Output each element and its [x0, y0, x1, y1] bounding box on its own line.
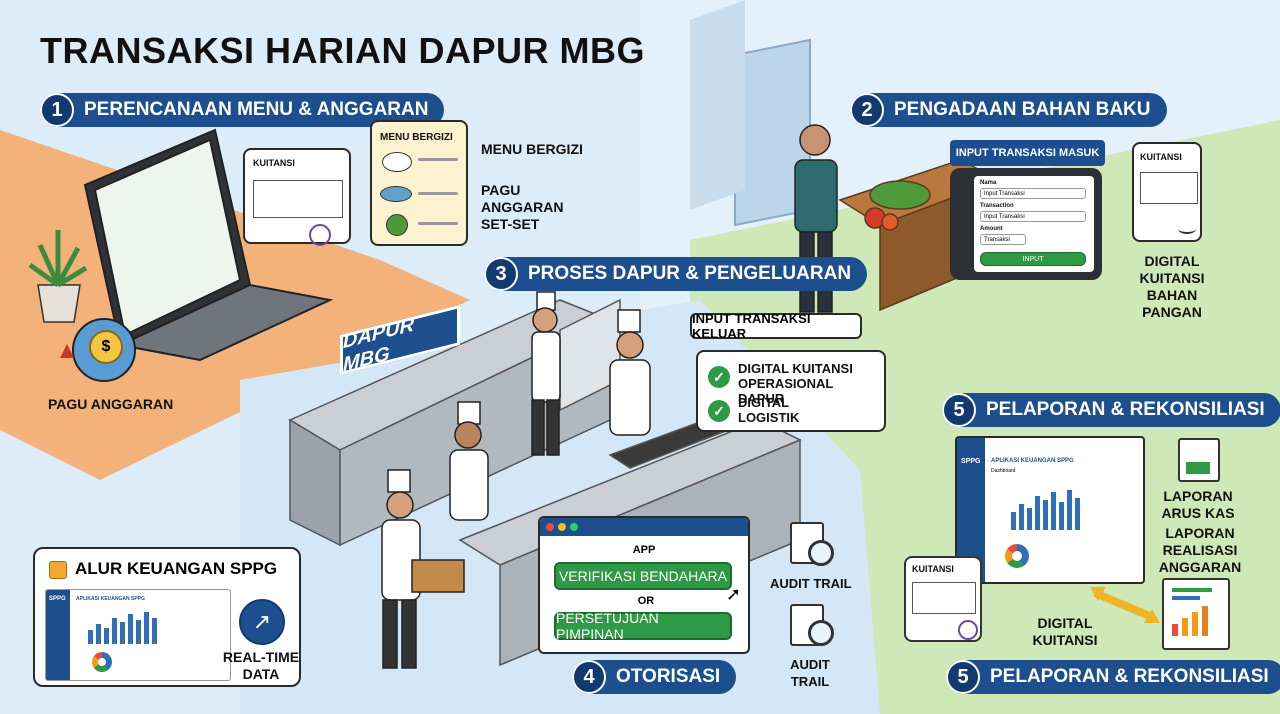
transaction-select[interactable]: Input Transaksi: [980, 211, 1086, 222]
legend-card: ALUR KEUANGAN SPPG SPPG APLIKASI KEUANGA…: [33, 547, 301, 687]
verifikasi-bendahara-button[interactable]: VERIFIKASI BENDAHARA: [554, 562, 732, 590]
input-transaksi-keluar: INPUT TRANSAKSI KELUAR: [690, 311, 862, 341]
step-label: OTORISASI: [616, 666, 721, 687]
kuitansi-title: KUITANSI: [912, 564, 954, 574]
menu-bergizi-label: MENU BERGIZI: [481, 141, 583, 157]
kuitansi-title: KUITANSI: [253, 158, 295, 168]
check-icon: ✓: [708, 400, 730, 422]
menu-card: MENU BERGIZI: [370, 120, 468, 246]
step-label: PERENCANAAN MENU & ANGGARAN: [84, 99, 429, 120]
legend-title: ALUR KEUANGAN SPPG: [75, 559, 278, 578]
donut-chart: [1005, 544, 1029, 568]
step-5-badge-top: 5 PELAPORAN & REKONSILIASI: [942, 393, 1280, 427]
input-button[interactable]: INPUT: [980, 252, 1086, 266]
step-number: 3: [484, 257, 518, 291]
step-4-badge: 4 OTORISASI: [572, 660, 737, 694]
app-title: APLIKASI KEUANGAN SPPG: [76, 596, 145, 602]
or-label: OR: [637, 595, 655, 607]
laporan-arus-kas-label: LAPORAN ARUS KAS: [1161, 488, 1235, 521]
stamp-icon: [958, 620, 978, 640]
menu-card-title: MENU BERGIZI: [380, 132, 453, 143]
kuitansi-card: KUITANSI: [243, 148, 351, 246]
check-item-label: DIGITAL KUITANSI OPERASIONAL DAPUR: [738, 361, 853, 406]
tablet-header: INPUT TRANSAKSI MASUK: [950, 140, 1105, 166]
laporan-realisasi-label: LAPORAN REALISASI ANGGARAN: [1158, 525, 1242, 575]
persetujuan-pimpinan-button[interactable]: PERSETUJUAN PIMPINAN: [554, 610, 732, 642]
pagu-anggaran-label: PAGU ANGGARAN: [48, 396, 174, 412]
bar-chart: [1011, 490, 1080, 530]
dashboard-window: SPPG APLIKASI KEUANGAN SPPG Dashboard: [955, 436, 1145, 584]
kuitansi-card-2: KUITANSI: [1132, 142, 1202, 242]
kuitansi-title: KUITANSI: [1140, 152, 1182, 162]
cashflow-doc-icon: [1178, 438, 1220, 482]
app-title: APLIKASI KEUANGAN SPPG: [991, 458, 1074, 464]
rice-icon: [382, 152, 412, 172]
amount-select[interactable]: Transaksi: [980, 234, 1026, 245]
step-2-badge: 2 PENGADAAN BAHAN BAKU: [850, 93, 1167, 127]
app-brand: SPPG: [49, 596, 66, 602]
step-number: 2: [850, 93, 884, 127]
authorization-window: APP VERIFIKASI BENDAHARA OR PERSETUJUAN …: [538, 516, 750, 654]
digital-kuitansi-label: DIGITAL KUITANSI: [1032, 615, 1098, 648]
dashboard-label: Dashboard: [991, 468, 1016, 474]
check-icon: ✓: [708, 366, 730, 388]
checklist-card: ✓ DIGITAL KUITANSI OPERASIONAL DAPUR ✓ D…: [696, 350, 886, 432]
legend-app-preview: SPPG APLIKASI KEUANGAN SPPG: [45, 589, 231, 681]
close-dot-icon[interactable]: [546, 523, 554, 531]
broccoli-icon: [386, 214, 408, 236]
laptop: [83, 128, 334, 362]
audit-trail-label-1: AUDIT TRAIL: [770, 576, 852, 591]
step-1-badge: 1 PERENCANAAN MENU & ANGGARAN: [40, 93, 445, 127]
donut-chart: [92, 652, 112, 672]
plant: [28, 230, 88, 323]
app-brand: SPPG: [961, 458, 981, 465]
step-5-badge-bottom: 5 PELAPORAN & REKONSILIASI: [946, 660, 1280, 694]
audit-trail-label-2: AUDIT TRAIL: [790, 657, 830, 689]
rupiah-coin-icon: $: [89, 330, 123, 364]
app-label: APP: [632, 544, 656, 556]
trend-up-icon: ↗: [239, 599, 285, 645]
stamp-icon: [309, 224, 331, 246]
step-number: 1: [40, 93, 74, 127]
magnifier-icon: [808, 620, 834, 646]
window-titlebar: [540, 518, 748, 536]
step-label: PELAPORAN & REKONSILIASI: [990, 666, 1269, 687]
step-label: PENGADAAN BAHAN BAKU: [894, 99, 1151, 120]
check-item-label: DIGITAL LOGISTIK: [738, 395, 800, 425]
digital-kuitansi-bahan-label: DIGITAL KUITANSI BAHAN PANGAN: [1139, 253, 1205, 320]
realtime-data-label: REAL-TIME DATA: [222, 649, 300, 682]
kuitansi-card-3: KUITANSI: [904, 556, 982, 642]
field-label: Transaction: [980, 203, 1014, 209]
chefs: [381, 291, 651, 669]
tablet-frame: Nama Input Transaksi Transaction Input T…: [950, 168, 1102, 280]
maximize-dot-icon[interactable]: [570, 523, 578, 531]
up-arrow-icon: [60, 344, 74, 358]
sync-arrow-icon: [1090, 587, 1160, 623]
field-label: Nama: [980, 180, 997, 186]
name-input[interactable]: Input Transaksi: [980, 188, 1086, 199]
legend-square-icon: [49, 561, 67, 579]
step-label: PELAPORAN & REKONSILIASI: [986, 399, 1265, 420]
step-3-badge: 3 PROSES DAPUR & PENGELUARAN: [484, 257, 868, 291]
minimize-dot-icon[interactable]: [558, 523, 566, 531]
report-chart-icon: [1162, 578, 1230, 650]
step-number: 5: [942, 393, 976, 427]
field-label: Amount: [980, 226, 1003, 232]
fish-icon: [380, 186, 412, 202]
step-number: 4: [572, 660, 606, 694]
cursor-icon: ➚: [726, 584, 742, 604]
signature-icon: [1178, 224, 1196, 234]
pagu-set-label: PAGU ANGGARAN SET-SET: [481, 182, 564, 232]
page-title: TRANSAKSI HARIAN DAPUR MBG: [40, 30, 645, 71]
step-number: 5: [946, 660, 980, 694]
budget-circle: $: [72, 318, 136, 382]
step-label: PROSES DAPUR & PENGELUARAN: [528, 263, 852, 284]
magnifier-icon: [808, 540, 834, 566]
